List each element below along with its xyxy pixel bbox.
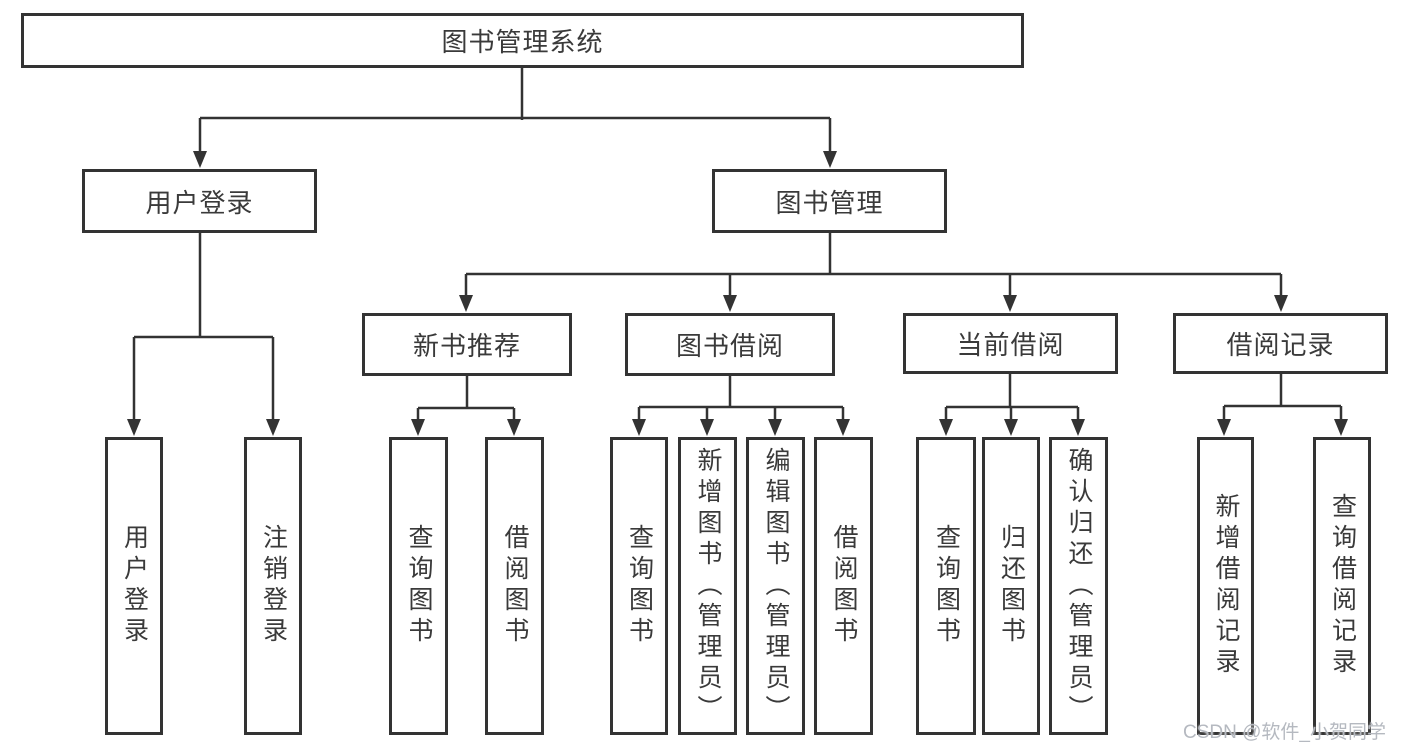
leaf-query-books-recommend: 查询图书 <box>389 437 448 735</box>
leaf-edit-books-admin: 编辑图书（管理员） <box>746 437 805 735</box>
leaf-add-borrow-record: 新增借阅记录 <box>1197 437 1254 735</box>
leaf-query-borrow-record: 查询借阅记录 <box>1313 437 1371 735</box>
arrow-down-icon <box>127 419 141 436</box>
connector-new-book-recommend <box>416 376 516 421</box>
node-borrowing-records: 借阅记录 <box>1173 313 1388 374</box>
arrow-down-icon <box>836 419 850 436</box>
leaf-return-books: 归还图书 <box>982 437 1040 735</box>
connector-root <box>198 68 832 153</box>
leaf-borrow-books-borrowing: 借阅图书 <box>814 437 873 735</box>
node-book-management: 图书管理 <box>712 169 947 233</box>
arrow-down-icon <box>1003 295 1017 312</box>
leaf-user-login: 用户登录 <box>105 437 163 735</box>
arrow-down-icon <box>1071 419 1085 436</box>
leaf-query-books-borrowing: 查询图书 <box>610 437 668 735</box>
node-new-book-recommend: 新书推荐 <box>362 313 572 376</box>
arrow-down-icon <box>411 419 425 436</box>
leaf-logout: 注销登录 <box>244 437 302 735</box>
arrowheads <box>127 151 1348 436</box>
arrow-down-icon <box>632 419 646 436</box>
arrow-down-icon <box>768 419 782 436</box>
connector-user-login <box>132 233 275 421</box>
leaf-borrow-books-recommend: 借阅图书 <box>485 437 544 735</box>
node-user-login: 用户登录 <box>82 169 317 233</box>
arrow-down-icon <box>266 419 280 436</box>
arrow-down-icon <box>459 295 473 312</box>
node-current-borrowing: 当前借阅 <box>903 313 1118 374</box>
arrow-down-icon <box>1274 295 1288 312</box>
node-system-root: 图书管理系统 <box>21 13 1024 68</box>
arrow-down-icon <box>700 419 714 436</box>
leaf-add-books-admin: 新增图书（管理员） <box>678 437 737 735</box>
arrow-down-icon <box>1004 419 1018 436</box>
arrow-down-icon <box>1217 419 1231 436</box>
connector-book-borrowing <box>637 376 845 421</box>
leaf-query-books-current: 查询图书 <box>916 437 976 735</box>
connector-current-borrowing <box>944 374 1080 421</box>
node-book-borrowing: 图书借阅 <box>625 313 835 376</box>
leaf-confirm-return-admin: 确认归还（管理员） <box>1049 437 1108 735</box>
arrow-down-icon <box>193 151 207 168</box>
arrow-down-icon <box>939 419 953 436</box>
connector-book-management <box>464 233 1283 297</box>
watermark-text: CSDN @软件_小贺同学 <box>1183 722 1386 743</box>
arrow-down-icon <box>507 419 521 436</box>
arrow-down-icon <box>823 151 837 168</box>
arrow-down-icon <box>723 295 737 312</box>
connector-borrowing-records <box>1222 374 1343 421</box>
arrow-down-icon <box>1334 419 1348 436</box>
